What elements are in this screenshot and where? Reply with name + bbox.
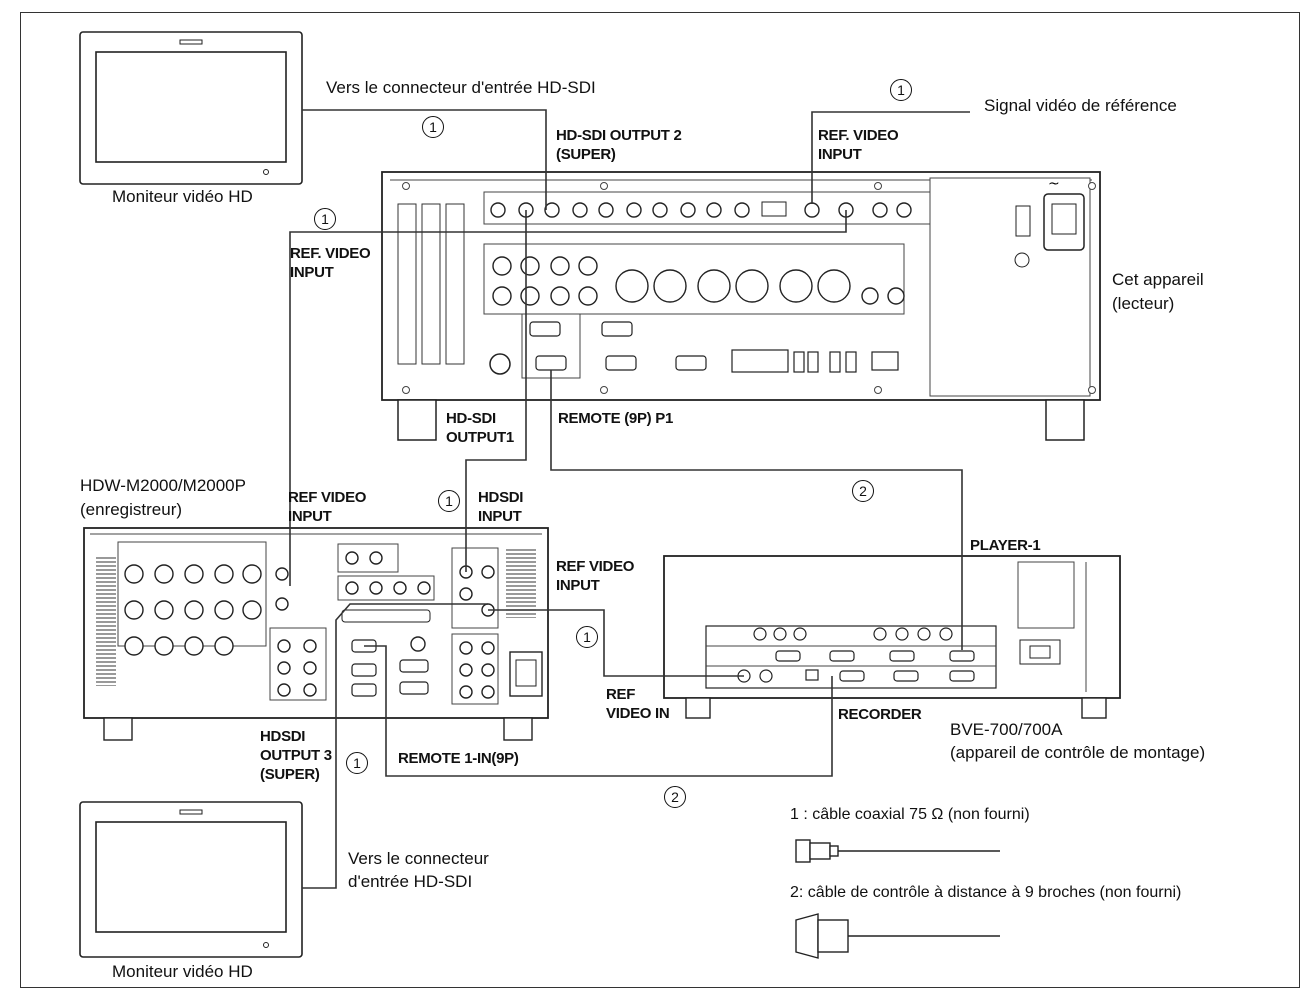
label-remote-9p-p1: REMOTE (9P) P1 — [558, 410, 673, 427]
marker-remote: 2 — [664, 786, 686, 808]
hd-monitor-top — [79, 31, 303, 185]
recorder-model: HDW-M2000/M2000P — [80, 476, 246, 495]
label-ref-video-input-rec2: REF VIDEO — [556, 558, 635, 575]
marker-remote: 2 — [852, 480, 874, 502]
label-hdsdi-output3-3: (SUPER) — [260, 766, 320, 783]
editor-unit — [663, 555, 1121, 719]
player-role: (lecteur) — [1112, 294, 1175, 313]
legend-coax-icon — [795, 839, 1000, 863]
legend-remote-icon — [795, 913, 1000, 959]
label-ref-video-input-left-2: INPUT — [290, 264, 334, 281]
label-ref-video-input-player: REF. VIDEO — [818, 127, 899, 144]
marker-coax: 1 — [438, 490, 460, 512]
svg-text:~: ~ — [1048, 176, 1060, 192]
hd-monitor-bottom — [79, 801, 303, 958]
monitor-top-caption: Moniteur vidéo HD — [112, 187, 253, 206]
recorder-unit — [83, 527, 549, 741]
cable-remote-recorder — [364, 645, 833, 777]
label-ref-video-in: REF — [606, 686, 636, 703]
monitor-bottom-caption: Moniteur vidéo HD — [112, 962, 253, 981]
legend-remote: 2: câble de contrôle à distance à 9 broc… — [790, 884, 1182, 901]
label-ref-video-input-rec2-2: INPUT — [556, 577, 600, 594]
editor-model: BVE-700/700A — [950, 720, 1063, 739]
label-ref-video-input-rec: REF VIDEO — [288, 489, 367, 506]
marker-coax: 1 — [346, 752, 368, 774]
legend-coax: 1 : câble coaxial 75 Ω (non fourni) — [790, 806, 1030, 823]
label-signal-ref: Signal vidéo de référence — [984, 96, 1177, 115]
label-hdsdi-input-2: INPUT — [478, 508, 522, 525]
label-ref-video-in-2: VIDEO IN — [606, 705, 670, 722]
marker-coax: 1 — [314, 208, 336, 230]
recorder-role: (enregistreur) — [80, 500, 183, 519]
label-ref-video-input-left: REF. VIDEO — [290, 245, 371, 262]
label-ref-video-input-rec-2: INPUT — [288, 508, 332, 525]
label-player-1: PLAYER-1 — [970, 537, 1041, 554]
cable-ref-editor — [488, 609, 744, 677]
editor-role: (appareil de contrôle de montage) — [950, 743, 1206, 762]
label-ref-video-input-player-2: INPUT — [818, 146, 862, 163]
marker-coax: 1 — [422, 116, 444, 138]
cables — [289, 109, 970, 889]
label-recorder-port: RECORDER — [838, 706, 922, 723]
cable-ref-signal — [811, 111, 970, 204]
cable-ref-loop — [289, 210, 847, 586]
label-hdsdi-output1: HD-SDI — [446, 410, 496, 427]
player-name: Cet appareil — [1112, 270, 1204, 289]
cable-hdsdi-out1 — [465, 210, 527, 572]
label-hdsdi-input: HDSDI — [478, 489, 524, 506]
label-hdsdi-output3: HDSDI — [260, 728, 306, 745]
label-remote-1-in: REMOTE 1-IN(9P) — [398, 750, 519, 767]
cable-hdsdi-out3 — [302, 603, 488, 889]
label-hdsdi-out2-super: (SUPER) — [556, 146, 616, 163]
label-vers-hdsdi-top: Vers le connecteur d'entrée HD-SDI — [326, 78, 596, 97]
diagram-frame — [20, 12, 1300, 988]
label-vers-hdsdi-bottom-2: d'entrée HD-SDI — [348, 872, 473, 891]
label-hdsdi-output3-2: OUTPUT 3 — [260, 747, 332, 764]
marker-coax: 1 — [576, 626, 598, 648]
label-hdsdi-out2: HD-SDI OUTPUT 2 — [556, 127, 682, 144]
player-unit: ~ — [381, 171, 1101, 441]
cable-remote-p1 — [550, 370, 963, 650]
label-vers-hdsdi-bottom: Vers le connecteur — [348, 849, 489, 868]
cable-hdsdi-out2-to-monitor — [302, 109, 547, 210]
marker-coax: 1 — [890, 79, 912, 101]
label-hdsdi-output1-2: OUTPUT1 — [446, 429, 514, 446]
